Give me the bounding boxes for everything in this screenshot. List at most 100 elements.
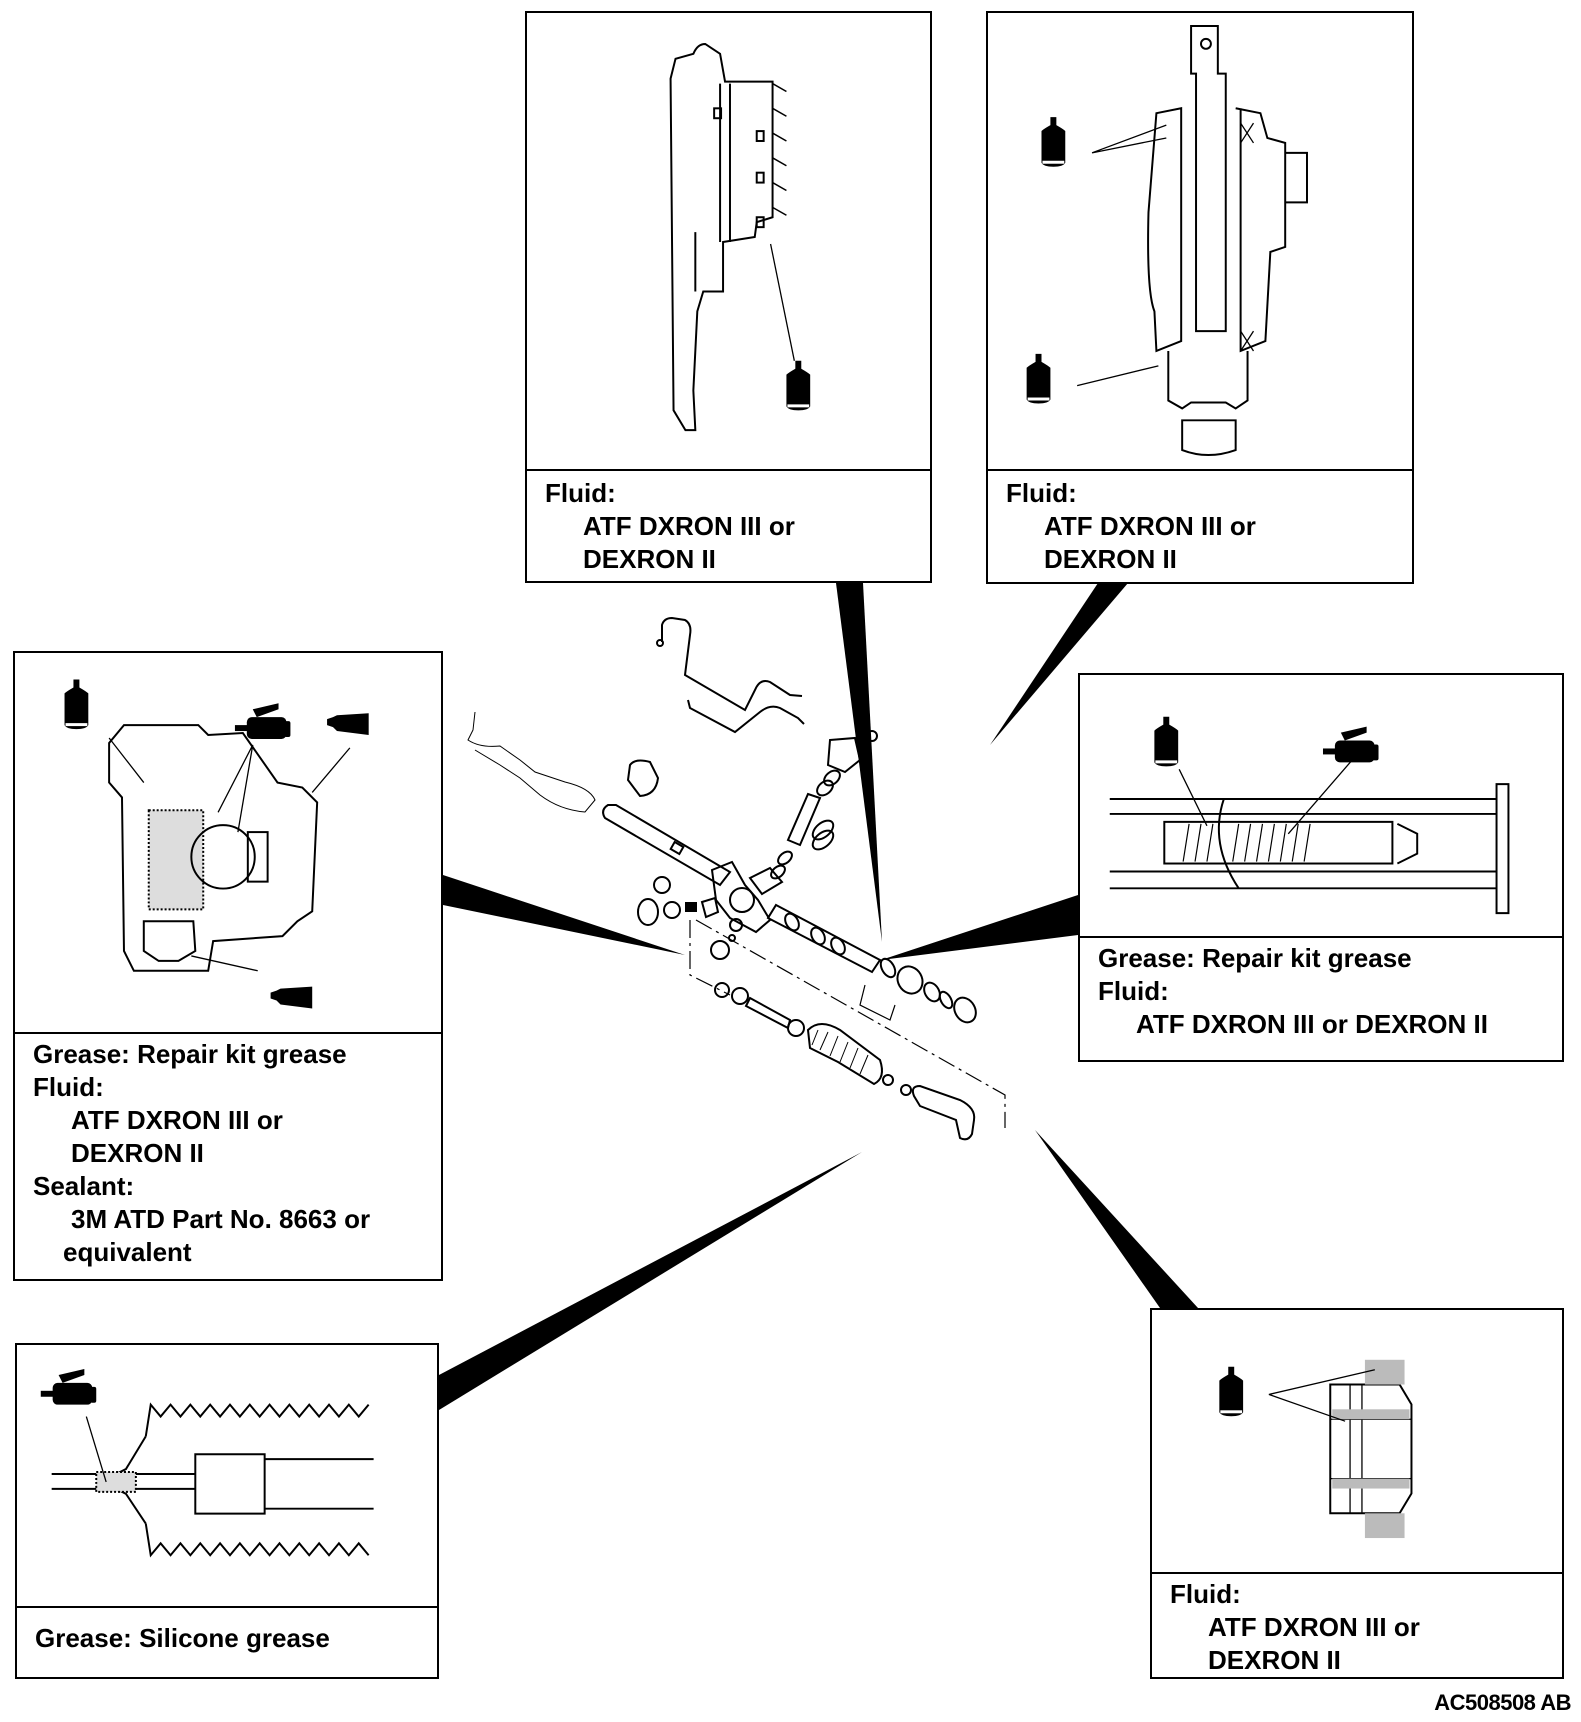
grease-spec: Grease: Repair kit grease [1098,943,1412,973]
callout-rack-piston [881,895,1078,960]
grease-area [95,1471,137,1493]
seal-hatch-top [1364,1359,1405,1385]
kit-bracket [859,984,896,1021]
tie-rod-end-right [911,1084,976,1141]
boot-ribs [811,1029,869,1075]
adjust-nut [142,920,197,962]
boot-illustration [17,1345,437,1608]
rack-bushing [896,965,924,995]
seal-notch [755,171,765,184]
sealant-label: Sealant: [33,1171,135,1201]
callout-rack-bushing [1035,1130,1198,1308]
rack-grease-area [147,809,205,911]
line-nut [656,639,664,647]
fluid-bottle-icon [1026,353,1051,404]
seal-ring [777,850,793,866]
jam-nut [900,1084,912,1096]
cylinder-wall [1109,798,1497,890]
boot-clip [882,1074,894,1086]
grease-spec: Grease: Repair kit grease [33,1039,347,1069]
panel-boot-caption: Grease: Silicone grease [17,1604,437,1677]
tie-rod-end-left [467,711,596,813]
clip [787,1019,805,1037]
seal-ring [811,819,835,841]
o-ring [938,990,954,1010]
leader-line [108,737,351,972]
tube-port [669,840,685,856]
fluid-bottle-icon [1219,1366,1244,1417]
panel-pinion-valve-caption: Fluid: ATF DXRON III or DEXRON II [988,469,1412,582]
inner-tie-rod [744,996,792,1030]
seal-ring [811,829,835,851]
leader-line [1077,124,1167,387]
lower-housing [1167,350,1249,410]
fluid-spec-line2: DEXRON II [1208,1645,1341,1675]
bushing-lines [1330,1384,1412,1514]
sealant-tube-icon [270,986,313,1009]
grease-spec: Grease: Silicone grease [35,1623,330,1653]
bolt [866,730,878,742]
rack-seal [784,912,800,932]
fluid-bottle-icon [1041,117,1066,167]
panel-rack-bushing-caption: Fluid: ATF DXRON III or DEXRON II [1152,1570,1562,1677]
flange [1495,783,1510,915]
piston [1163,820,1394,865]
callout-pinion-valve [990,583,1128,745]
bushing [626,759,660,798]
leader-line [85,1416,107,1483]
rack-piston-illustration [1080,675,1562,938]
fluid-spec-line1: ATF DXRON III or [583,511,795,541]
fluid-spec-line2: DEXRON II [71,1138,204,1168]
o-ring [879,957,897,979]
bushing-body [1329,1383,1413,1515]
seal-hatch-bottom [1364,1513,1405,1539]
pressure-line [661,616,803,712]
fluid-label: Fluid: [33,1072,104,1102]
fluid-label: Fluid: [1098,976,1169,1006]
inner-joint [194,1453,374,1515]
seal-hatch-mid1 [1332,1409,1410,1420]
rack-seal [830,936,846,956]
sealant-spec-line1: 3M ATD Part No. 8663 or [71,1204,371,1234]
leader-line [1178,758,1354,835]
panel-boot: Grease: Silicone grease [15,1343,439,1679]
callout-rack-housing [443,875,685,955]
fluid-spec-line1: ATF DXRON III or [1044,511,1256,541]
grease-gun-icon [40,1369,97,1405]
housing-section [669,42,774,432]
return-line [687,699,805,734]
shaft-pin [1200,37,1212,50]
fluid-spec-line2: DEXRON II [583,544,716,574]
output-nut [1181,419,1237,456]
pinion-valve-shaft [786,792,822,847]
lock-nut [663,901,681,919]
seal-ring [823,769,841,787]
fluid-spec-line2: DEXRON II [1044,544,1177,574]
bearing-x [1240,122,1255,352]
lock-washer [714,982,730,998]
panel-rack-bushing: Fluid: ATF DXRON III or DEXRON II [1150,1308,1564,1679]
fluid-bottle-icon [786,360,811,411]
seal-notch [755,130,765,142]
panel-rack-housing-caption: Grease: Repair kit grease Fluid: ATF DXR… [15,1030,441,1279]
grease-gun-icon [1322,726,1379,763]
boot-bottom-bellows [144,1523,370,1558]
o-ring [923,981,941,1003]
assembly-bracket [689,919,1006,1128]
fluid-spec-line1: ATF DXRON III or [71,1105,283,1135]
gear-housing [108,724,319,972]
teeth [772,82,787,216]
rack [766,903,882,974]
fluid-label: Fluid: [1006,478,1077,508]
panel-pinion-valve: Fluid: ATF DXRON III or DEXRON II [986,11,1414,584]
seal-ring [816,779,834,797]
port-fitting [1285,151,1308,204]
rack-bushing-illustration [1152,1310,1562,1574]
fluid-label: Fluid: [545,478,616,508]
seal-notch [713,107,723,120]
leader-line [769,243,795,361]
sealant-spec-line2: equivalent [63,1237,192,1267]
oil-seal [637,898,659,926]
inner-bore [694,83,731,292]
adjust-plug [653,876,671,894]
